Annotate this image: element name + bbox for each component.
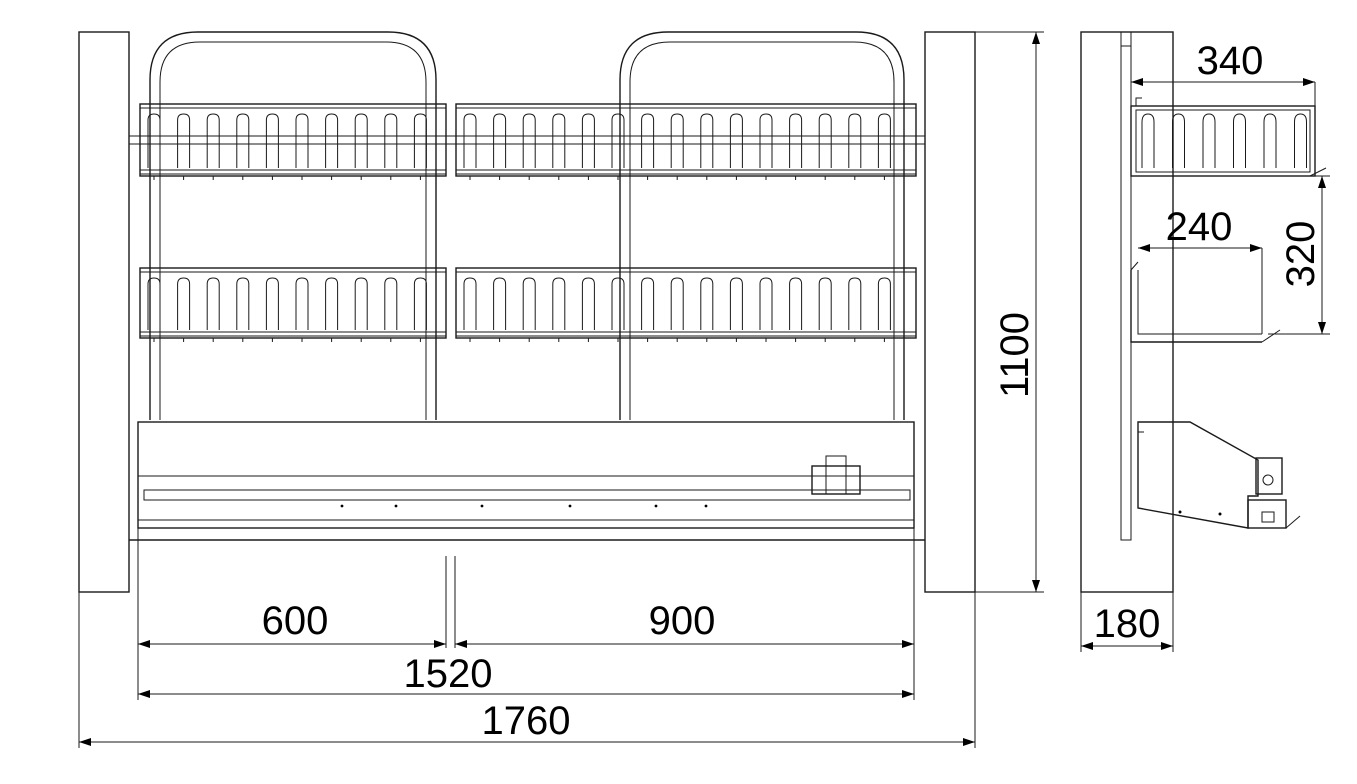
front-view: 600 900 1520 1760 1100: [78, 31, 1044, 748]
dim-900: 900: [455, 599, 914, 648]
dim-1520: 1520: [138, 652, 914, 698]
side-upper-basket: [1130, 97, 1327, 177]
dim-1100: 1100: [975, 31, 1044, 593]
left-cabinet-panel: [78, 31, 130, 593]
dim-1520-label: 1520: [404, 652, 493, 696]
basket-bottom-left: [139, 267, 447, 342]
right-frame: [619, 31, 905, 420]
basket-top-left: [139, 103, 447, 180]
dim-240-label: 240: [1166, 205, 1233, 249]
side-lower-basket: [1130, 261, 1281, 343]
dim-180-label: 180: [1094, 602, 1161, 646]
dim-1760-label: 1760: [482, 699, 571, 743]
dim-320: 320: [1268, 175, 1330, 335]
dim-240: 240: [1138, 205, 1263, 334]
side-panel: [1080, 31, 1174, 593]
dim-340: 340: [1131, 39, 1316, 106]
left-frame: [149, 31, 437, 420]
side-view: 340 240 320 180: [1080, 31, 1330, 652]
basket-bottom-right: [455, 267, 917, 342]
basket-top-right: [455, 103, 917, 180]
dim-600-label: 600: [262, 599, 329, 643]
dim-1760: 1760: [79, 699, 975, 746]
dim-900-label: 900: [649, 599, 716, 643]
dim-180: 180: [1080, 592, 1174, 652]
dim-600: 600: [138, 599, 446, 648]
dim-1100-label: 1100: [993, 312, 1037, 398]
dim-320-label: 320: [1279, 221, 1323, 288]
side-mechanism: [1137, 421, 1301, 529]
front-baskets: [139, 103, 917, 342]
right-cabinet-panel: [924, 31, 976, 593]
base-mechanism: [129, 421, 925, 541]
dim-340-label: 340: [1197, 39, 1264, 83]
